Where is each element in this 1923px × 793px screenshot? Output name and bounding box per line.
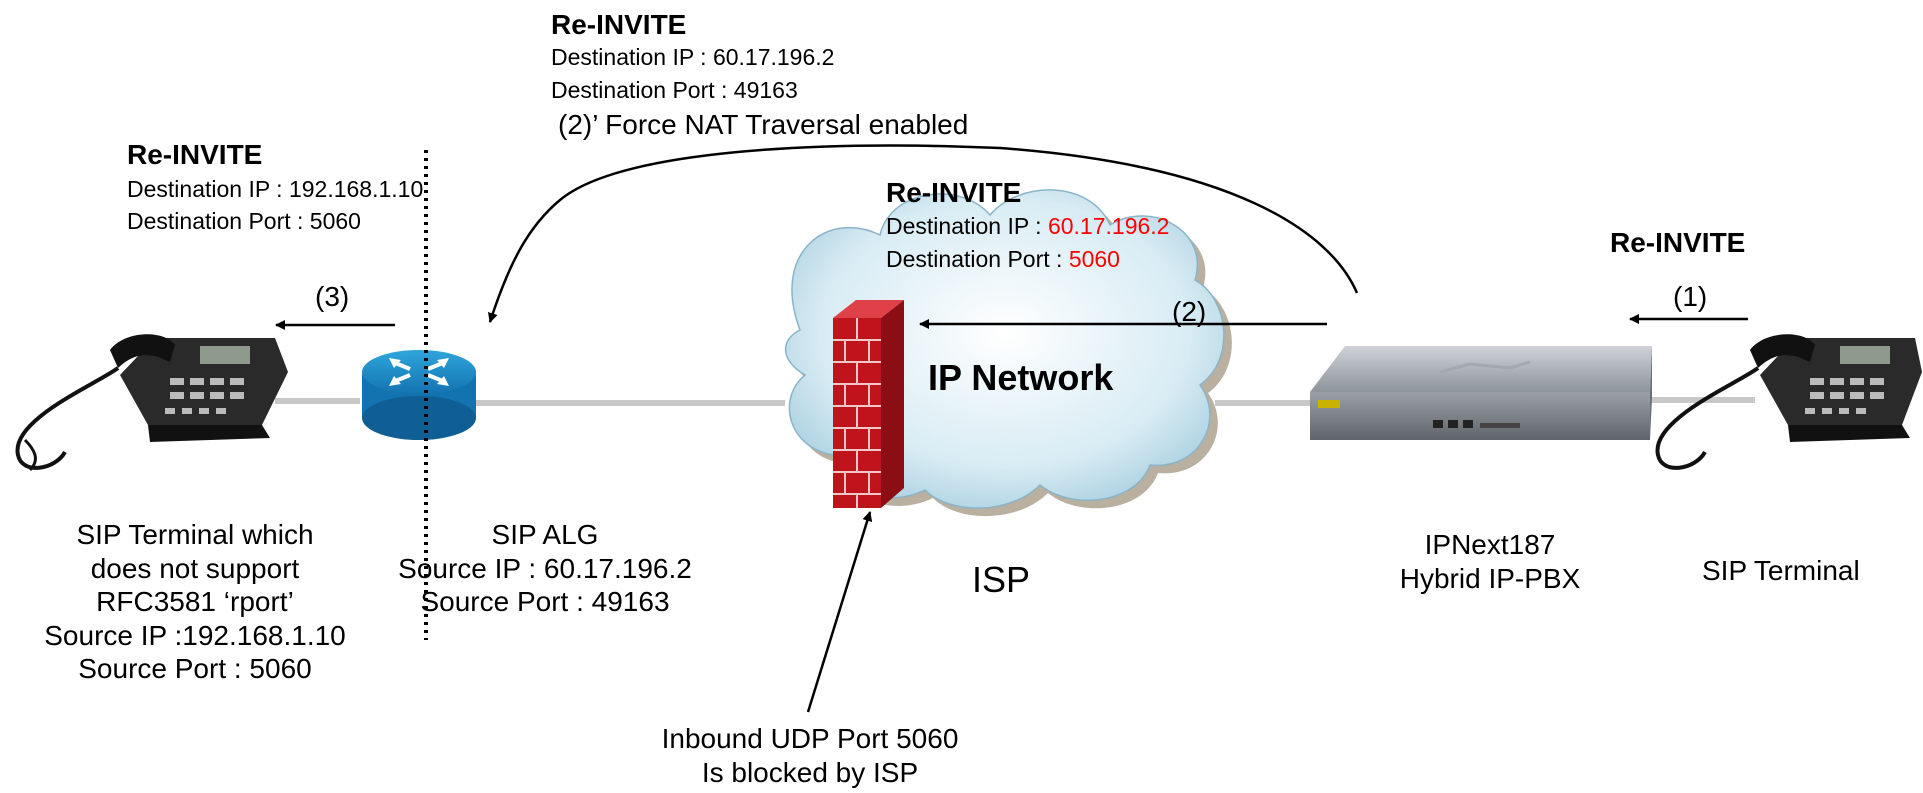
step-1-label: (1) [1673, 281, 1708, 312]
right-phone-icon [1655, 334, 1922, 470]
left-phone-icon [15, 334, 288, 472]
right-terminal-caption: SIP Terminal [1702, 555, 1860, 586]
router-icon [362, 350, 476, 440]
isp-label: ISP [972, 559, 1031, 600]
ip-pbx-icon [1310, 346, 1652, 440]
center-msg-dest-ip-value: 60.17.196.2 [1047, 213, 1170, 239]
right-msg-title: Re-INVITE [1610, 227, 1746, 258]
pbx-caption: IPNext187 Hybrid IP-PBX [1399, 529, 1581, 594]
arrow-force-nat-curve [488, 144, 1359, 323]
step-3-label: (3) [315, 281, 350, 312]
sip-alg-caption: SIP ALG Source IP : 60.17.196.2 Source P… [398, 519, 692, 618]
left-msg-dest-port: Destination Port : 5060 [127, 208, 361, 234]
top-msg-dest-ip: Destination IP : 60.17.196.2 [551, 44, 835, 70]
top-msg-note: (2)’ Force NAT Traversal enabled [558, 109, 969, 140]
step-2-label: (2) [1172, 296, 1207, 327]
left-msg-dest-ip: Destination IP : 192.168.1.10 [127, 176, 424, 202]
center-msg-title: Re-INVITE [886, 177, 1022, 208]
left-terminal-caption: SIP Terminal which does not support RFC3… [44, 519, 346, 685]
center-msg-dest-port-value: 5060 [1068, 246, 1120, 272]
arrow-blocked-port [806, 511, 873, 713]
blocked-port-caption: Inbound UDP Port 5060 Is blocked by ISP [661, 723, 959, 788]
ip-network-label: IP Network [928, 357, 1114, 398]
left-msg-title: Re-INVITE [127, 139, 263, 170]
firewall-icon [833, 300, 904, 508]
top-msg-dest-port: Destination Port : 49163 [551, 77, 798, 103]
center-msg-dest-ip: Destination IP : 60.17.196.2 [886, 213, 1170, 239]
top-msg-title: Re-INVITE [551, 9, 687, 40]
center-msg-dest-port: Destination Port : 5060 [886, 246, 1120, 272]
